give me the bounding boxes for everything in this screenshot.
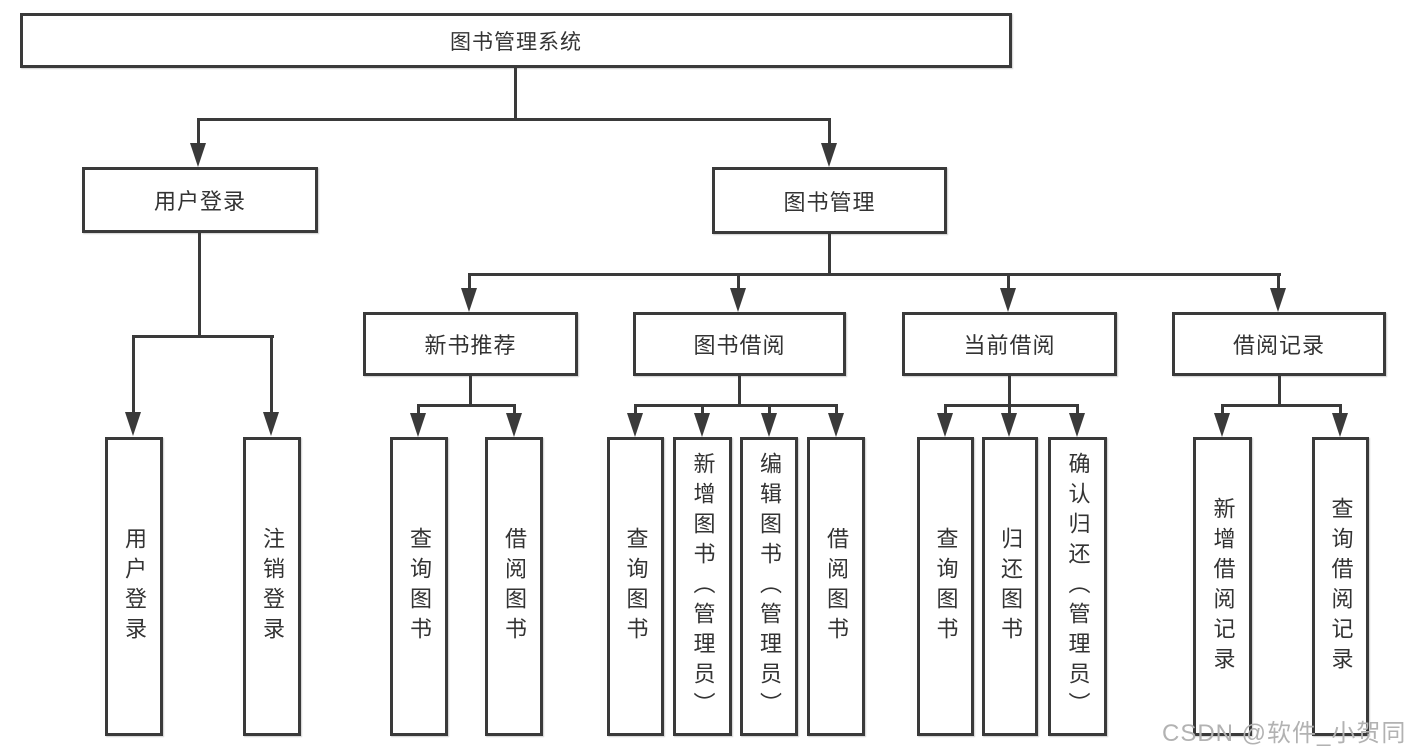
connector-line xyxy=(1278,376,1281,407)
arrow-down-icon xyxy=(1214,413,1230,437)
connector-line xyxy=(1339,404,1342,416)
node-label: 新书推荐 xyxy=(424,333,517,358)
connector-line xyxy=(468,273,471,291)
leaf-query-book-newbook: 查询图书 xyxy=(390,437,448,736)
connector-line xyxy=(513,404,516,416)
leaf-label: 新增图书（管理员） xyxy=(690,451,716,722)
arrow-down-icon xyxy=(1270,288,1286,312)
arrow-down-icon xyxy=(263,412,279,436)
connector-line xyxy=(197,118,200,146)
connector-line xyxy=(469,273,1281,276)
arrow-down-icon xyxy=(1000,288,1016,312)
connector-line xyxy=(828,118,831,146)
connector-line xyxy=(132,335,135,414)
connector-line xyxy=(1007,273,1010,291)
leaf-borrow-book-borrowing: 借阅图书 xyxy=(807,437,865,736)
arrow-down-icon xyxy=(506,413,522,437)
connector-line xyxy=(701,404,704,416)
connector-line xyxy=(1008,376,1011,407)
connector-line xyxy=(835,404,838,416)
connector-line xyxy=(828,234,831,276)
connector-line xyxy=(198,233,201,337)
connector-line xyxy=(133,335,274,338)
leaf-label: 确认归还（管理员） xyxy=(1065,451,1091,722)
arrow-down-icon xyxy=(410,413,426,437)
leaf-return-book: 归还图书 xyxy=(982,437,1038,736)
node-label: 图书管理 xyxy=(783,189,876,215)
node-label: 图书管理系统 xyxy=(450,30,582,54)
arrow-down-icon xyxy=(461,288,477,312)
leaf-user-login: 用户登录 xyxy=(105,437,163,736)
arrow-down-icon xyxy=(937,413,953,437)
connector-line xyxy=(198,118,831,121)
leaf-label: 查询图书 xyxy=(933,526,959,647)
leaf-label: 查询借阅记录 xyxy=(1328,496,1354,677)
leaf-label: 用户登录 xyxy=(122,526,147,647)
arrow-down-icon xyxy=(730,288,746,312)
arrow-down-icon xyxy=(1332,413,1348,437)
connector-line xyxy=(1221,404,1224,416)
connector-line xyxy=(514,68,517,119)
arrow-down-icon xyxy=(828,413,844,437)
leaf-add-borrow-record: 新增借阅记录 xyxy=(1193,437,1252,736)
node-label: 图书借阅 xyxy=(693,333,786,358)
leaf-label: 借阅图书 xyxy=(824,526,849,647)
connector-line xyxy=(737,273,740,291)
csdn-watermark: CSDN @软件_小贺同学 xyxy=(1162,720,1405,747)
node-label: 当前借阅 xyxy=(963,333,1056,358)
leaf-add-book-admin: 新增图书（管理员） xyxy=(673,437,732,736)
leaf-logout: 注销登录 xyxy=(243,437,301,736)
leaf-label: 新增借阅记录 xyxy=(1210,496,1236,677)
node-library-management-system: 图书管理系统 xyxy=(20,13,1012,68)
connector-line xyxy=(944,404,1079,407)
arrow-down-icon xyxy=(821,143,837,167)
node-new-book-recommendation: 新书推荐 xyxy=(363,312,578,376)
node-borrowing-records: 借阅记录 xyxy=(1172,312,1386,376)
leaf-edit-book-admin: 编辑图书（管理员） xyxy=(740,437,798,736)
connector-line xyxy=(1277,273,1280,291)
connector-line xyxy=(469,376,472,407)
leaf-label: 注销登录 xyxy=(260,526,285,647)
node-label: 用户登录 xyxy=(153,189,246,214)
leaf-label: 编辑图书（管理员） xyxy=(757,451,782,722)
leaf-label: 查询图书 xyxy=(407,526,432,647)
connector-line xyxy=(417,404,516,407)
leaf-label: 查询图书 xyxy=(623,526,649,647)
arrow-down-icon xyxy=(190,143,206,167)
node-user-login: 用户登录 xyxy=(82,167,318,233)
connector-line xyxy=(634,404,637,416)
connector-line xyxy=(1076,404,1079,416)
connector-line xyxy=(1221,404,1342,407)
arrow-down-icon xyxy=(761,413,777,437)
arrow-down-icon xyxy=(125,412,141,436)
connector-line xyxy=(738,376,741,407)
node-current-borrowing: 当前借阅 xyxy=(902,312,1117,376)
connector-line xyxy=(1008,404,1011,416)
connector-line xyxy=(634,404,838,407)
leaf-confirm-return-admin: 确认归还（管理员） xyxy=(1048,437,1107,736)
connector-line xyxy=(768,404,771,416)
connector-line xyxy=(270,335,273,414)
connector-line xyxy=(417,404,420,416)
connector-line xyxy=(944,404,947,416)
leaf-query-borrow-record: 查询借阅记录 xyxy=(1312,437,1369,736)
arrow-down-icon xyxy=(627,413,643,437)
leaf-label: 借阅图书 xyxy=(502,526,527,647)
node-book-management: 图书管理 xyxy=(712,167,947,234)
arrow-down-icon xyxy=(1069,413,1085,437)
node-label: 借阅记录 xyxy=(1232,333,1325,358)
node-book-borrowing: 图书借阅 xyxy=(633,312,846,376)
arrow-down-icon xyxy=(694,413,710,437)
leaf-query-book-current: 查询图书 xyxy=(917,437,974,736)
leaf-borrow-book-newbook: 借阅图书 xyxy=(485,437,543,736)
arrow-down-icon xyxy=(1001,413,1017,437)
leaf-query-book-borrowing: 查询图书 xyxy=(607,437,664,736)
leaf-label: 归还图书 xyxy=(998,526,1023,647)
